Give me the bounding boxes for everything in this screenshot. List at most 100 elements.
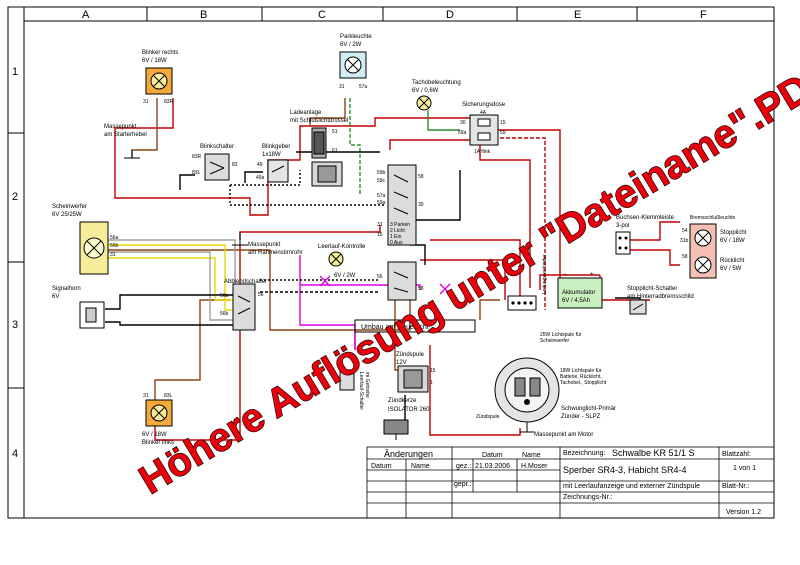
akku-minus: − (563, 272, 567, 278)
pin-59-fuse: 59 (500, 130, 506, 136)
pin-57a-pl: 57a (359, 84, 368, 90)
sicherungsdose-label: Sicherungsdose (462, 102, 506, 108)
akku-label: Akkumulator (562, 290, 595, 296)
tb-gez-date: 21.03.2006 (475, 463, 510, 470)
tb-datum-col: Datum (371, 463, 392, 470)
abblendschalter (232, 283, 256, 331)
pin-15-zs: 15 (430, 368, 436, 374)
signalhorn-label: Signalhorn (52, 286, 81, 292)
pin-59b-sw: 59b (377, 170, 386, 176)
tb-bezeichnung-2: Sperber SR4-3, Habicht SR4-4 (563, 465, 687, 475)
akku-plus: + (590, 272, 594, 278)
tb-zeichnungs-nr: Zeichnungs-Nr.: (563, 494, 612, 501)
lichtspule-18w-label-2: Batterie, Rücklicht, (560, 374, 602, 380)
schalter-pos-1: 1 Ein (390, 234, 402, 240)
tb-gez-name: H.Moser (521, 463, 548, 470)
zuend-licht-schalter (387, 164, 417, 246)
pin-59c-sw: 59c (377, 178, 386, 184)
bremsschluss-label: Bremsschlußleuchte (690, 215, 736, 221)
ground-symbol-rahmen (232, 232, 248, 246)
leerlaufschalter-label: Leerlauf-Schalter (358, 372, 364, 410)
zuendkerze (383, 419, 409, 440)
buchsen-label: Buchsen-Klemmleiste (616, 215, 675, 221)
pin-30-fuse: 30 (460, 120, 466, 126)
pin-31-bl: 31 (143, 393, 149, 399)
umbau-box (354, 319, 476, 333)
schwunglicht-label-2: Zünder - SLPZ (561, 414, 601, 420)
column-label-c: C (318, 9, 326, 21)
leerlauf-kontrolle-lamp (328, 251, 344, 267)
pin-83l-bl: 83L (164, 393, 173, 399)
pin-58-lower: 58 (418, 286, 424, 292)
akku-rating: 6V / 4,5Ah (562, 298, 590, 304)
stopplicht-schalter-label-2: am Hinterradbremsschild (627, 294, 694, 300)
tacho-rating: 6V / 0,6W (412, 88, 439, 94)
pin-83-bs: 83 (232, 162, 238, 168)
zuendspule-label: Zündspule (396, 352, 425, 358)
pin-15-fuse: 15 (500, 120, 506, 126)
pin-59a-sw: 59a (377, 200, 386, 206)
stopplicht-schalter-label: Stopplicht-Schalter (627, 286, 677, 292)
zuendspule-small-label: Zündspule (476, 414, 500, 420)
umbau-label: Umbau auf Dauerlicht (361, 324, 429, 331)
schalter-pos-2: 2 Licht (390, 228, 405, 234)
leerlauf-kontrolle-rating: 6V / 2W (334, 273, 356, 279)
sicherungsdose (469, 114, 499, 146)
scheinwerfer-label: Scheinwerfer (52, 204, 87, 210)
tb-blattzahl: Blattzahl: (722, 451, 751, 458)
pin-31-pl: 31 (339, 84, 345, 90)
schalter-pos-0: 0 Aus (390, 240, 403, 246)
pin-56a-sw: 56a (110, 235, 119, 241)
ladeanlage-label-2: mit Schlußlichtdrossel (290, 118, 348, 124)
pin-31b-bl: 31b (680, 238, 689, 244)
stopplicht-schalter (629, 299, 647, 315)
scheinwerfer (79, 221, 109, 275)
pin-1-zs: 1 (430, 380, 433, 386)
lichtspule-18w-label-3: Tachobel., Stopplicht (560, 380, 607, 386)
pin-49a-bg: 49a (256, 175, 265, 181)
buchsen-label-2: 3-pol (616, 223, 629, 229)
blinker-links-rating: 6V / 18W (142, 432, 167, 438)
tb-bezeichnung-3: mit Leerlaufanzeige und externer Zündspu… (563, 483, 700, 490)
row-label-4: 4 (12, 448, 18, 460)
signalhorn (79, 301, 105, 329)
blinkgeber-label-2: 1x18W (262, 152, 281, 158)
column-label-d: D (446, 9, 454, 21)
parkleuchte (339, 51, 367, 79)
blinkschalter-label: Blinkschalter (200, 144, 234, 150)
zuendkerze-label: Zündkerze (388, 398, 417, 404)
massepunkt-rahmen-label-2: am Rahmenstirnrohr (248, 250, 303, 256)
tb-name-head: Name (522, 452, 541, 459)
massepunkt-starter-label: Massepunkt (104, 124, 137, 130)
leitungsverbinder-label: Leitungsverbinder (542, 254, 548, 294)
blinkgeber-label: Blinkgeber (262, 144, 290, 150)
schalter-pos-3: 3 Parken (390, 222, 410, 228)
row-label-3: 3 (12, 319, 18, 331)
pin-31-br: 31 (143, 99, 149, 105)
leitungsverbinder (507, 295, 537, 311)
signalhorn-rating: 6V (52, 294, 59, 300)
blinker-links (145, 399, 173, 427)
pin-57a-sw: 57a (377, 193, 386, 199)
pin-56a-ab: 56a (220, 293, 229, 299)
massepunkt-motor-label: Massepunkt am Motor (534, 432, 593, 438)
column-label-f: F (700, 9, 707, 21)
buchsen-klemmleiste (615, 231, 631, 255)
leerlaufschalter-label-2: im Getriebe (364, 372, 370, 398)
ground-symbol-starter (124, 150, 140, 159)
tb-bezeichnung-label: Bezeichnung: (563, 450, 605, 457)
tb-datum-head: Datum (482, 452, 503, 459)
blinkgeber (267, 159, 289, 183)
pin-83r-bs: 83R (192, 154, 202, 160)
pin-58-bl: 58 (682, 254, 688, 260)
blinker-rechts (145, 67, 173, 95)
lichtspule-25w-label: 25W Lichtspule für (540, 332, 582, 338)
column-label-e: E (574, 9, 581, 21)
abblendschalter-label: Abblendschalter (224, 279, 267, 285)
leerlauf-kontrolle-label: Leerlauf-Kontrolle (318, 244, 366, 250)
pin-54-bl: 54 (682, 228, 688, 234)
column-label-b: B (200, 9, 207, 21)
row-label-2: 2 (12, 191, 18, 203)
lichtspule-18w-label: 18W Lichtspule für (560, 368, 602, 374)
pin-30-sw: 30 (418, 202, 424, 208)
